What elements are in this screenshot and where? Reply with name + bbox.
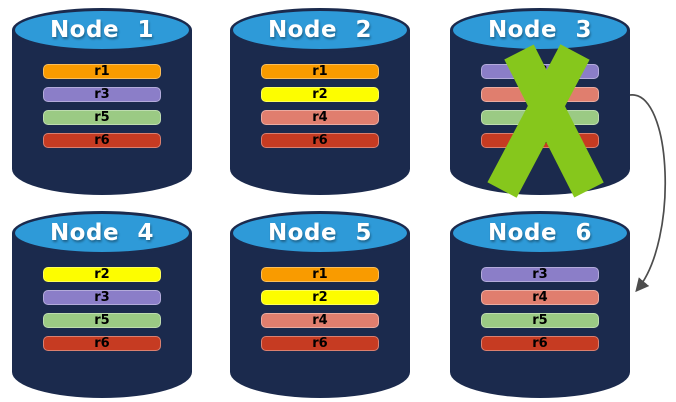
- node-6: Node 6 r3 r4 r5 r6: [450, 211, 630, 398]
- node-6-replica-r6: r6: [481, 336, 599, 351]
- node-4-replica-r3: r3: [43, 290, 161, 305]
- node-2-replica-r4: r4: [261, 110, 379, 125]
- node-5-replica-list: r1 r2 r4 r6: [261, 267, 379, 359]
- node-2-replica-r6: r6: [261, 133, 379, 148]
- node-4-cylinder-top: Node 4: [12, 211, 192, 255]
- replica-label: r3: [94, 87, 110, 102]
- replica-label: r2: [312, 290, 328, 305]
- node-6-replica-list: r3 r4 r5 r6: [481, 267, 599, 359]
- node-6-replica-r5: r5: [481, 313, 599, 328]
- node-1-replica-r1: r1: [43, 64, 161, 79]
- replica-label: r1: [312, 267, 328, 282]
- node-2-replica-r2: r2: [261, 87, 379, 102]
- failed-x-icon: [487, 44, 604, 198]
- node-4-title: Node 4: [49, 220, 155, 246]
- replica-label: r2: [94, 267, 110, 282]
- node-2-title: Node 2: [267, 17, 373, 43]
- node-1-title: Node 1: [49, 17, 155, 43]
- node-3-title: Node 3: [487, 17, 593, 43]
- node-5-replica-r1: r1: [261, 267, 379, 282]
- replica-label: r6: [532, 336, 548, 351]
- replica-label: r1: [94, 64, 110, 79]
- node-2-replica-list: r1 r2 r4 r6: [261, 64, 379, 156]
- replica-label: r5: [94, 313, 110, 328]
- node-1-replica-r3: r3: [43, 87, 161, 102]
- replica-label: r5: [94, 110, 110, 125]
- node-6-cylinder-top: Node 6: [450, 211, 630, 255]
- node-5: Node 5 r1 r2 r4 r6: [230, 211, 410, 398]
- node-1-cylinder-top: Node 1: [12, 8, 192, 52]
- replica-label: r6: [94, 133, 110, 148]
- replica-label: r4: [532, 290, 548, 305]
- node-1-replica-r5: r5: [43, 110, 161, 125]
- node-5-replica-r2: r2: [261, 290, 379, 305]
- node-6-title: Node 6: [487, 220, 593, 246]
- node-6-replica-r3: r3: [481, 267, 599, 282]
- replica-label: r6: [312, 336, 328, 351]
- node-4-replica-r2: r2: [43, 267, 161, 282]
- node-4-replica-r6: r6: [43, 336, 161, 351]
- replica-label: r4: [312, 110, 328, 125]
- replica-label: r1: [312, 64, 328, 79]
- replica-label: r4: [312, 313, 328, 328]
- node-3: Node 3 r3 r4 r5 r6: [450, 8, 630, 198]
- replica-label: r3: [532, 267, 548, 282]
- replica-label: r6: [94, 336, 110, 351]
- replica-label: r5: [532, 313, 548, 328]
- node-1-replica-list: r1 r3 r5 r6: [43, 64, 161, 156]
- failover-arrow-path: [629, 94, 667, 293]
- node-2-cylinder-top: Node 2: [230, 8, 410, 52]
- node-3-cylinder-top: Node 3: [450, 8, 630, 52]
- replica-label: r6: [312, 133, 328, 148]
- node-1-replica-r6: r6: [43, 133, 161, 148]
- node-5-title: Node 5: [267, 220, 373, 246]
- node-4: Node 4 r2 r3 r5 r6: [12, 211, 192, 398]
- node-2: Node 2 r1 r2 r4 r6: [230, 8, 410, 195]
- node-5-replica-r4: r4: [261, 313, 379, 328]
- node-2-replica-r1: r1: [261, 64, 379, 79]
- replica-label: r3: [94, 290, 110, 305]
- node-4-replica-r5: r5: [43, 313, 161, 328]
- node-1: Node 1 r1 r3 r5 r6: [12, 8, 192, 195]
- node-4-replica-list: r2 r3 r5 r6: [43, 267, 161, 359]
- node-6-replica-r4: r4: [481, 290, 599, 305]
- node-5-cylinder-top: Node 5: [230, 211, 410, 255]
- replica-label: r2: [312, 87, 328, 102]
- node-5-replica-r6: r6: [261, 336, 379, 351]
